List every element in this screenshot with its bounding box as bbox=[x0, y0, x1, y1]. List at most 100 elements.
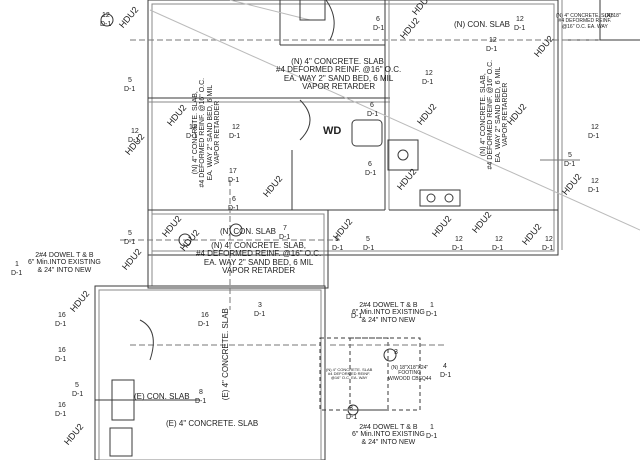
slab-note-top: (N) 4" CONCRETE. SLAB, #4 DEFORMED REINF… bbox=[276, 57, 402, 92]
door-swing bbox=[325, 0, 335, 41]
callout-number: 1 bbox=[430, 424, 434, 431]
callout-number: 3 bbox=[349, 405, 353, 412]
callout-sheet: D-1 bbox=[100, 21, 112, 28]
callout-sheet: D-1 bbox=[186, 133, 198, 140]
callout-number: 5 bbox=[568, 152, 572, 159]
callout-number: 16 bbox=[58, 312, 66, 319]
existing-concrete-horizontal: (E) 4" CONCRETE. SLAB bbox=[166, 419, 259, 428]
sink-basin bbox=[426, 193, 436, 203]
wd-label: WD bbox=[323, 125, 342, 137]
washer-dryer-box bbox=[351, 119, 383, 147]
existing-concrete-vertical: (E) 4" CONCRETE. SLAB bbox=[220, 308, 230, 401]
callout-number: 1 bbox=[15, 261, 19, 268]
sink-box bbox=[419, 189, 461, 207]
callout-circle bbox=[229, 223, 243, 237]
callout-number: 5 bbox=[75, 382, 79, 389]
callout-number: 12 bbox=[545, 236, 553, 243]
existing-room-wall-inner bbox=[98, 289, 322, 460]
callout-sheet: D-1 bbox=[363, 245, 375, 252]
slab-note-vertical-right: (N) 4" CONCRETE. SLAB, #4 DEFORMED REINF… bbox=[480, 59, 510, 170]
callout-sheet: D-1 bbox=[279, 234, 291, 241]
callout-number: 12 bbox=[455, 236, 463, 243]
callout-sheet: D-1 bbox=[542, 245, 554, 252]
corner-slab-note: (N) 4" CONCRETE. SLAB #4 DEFORMED REINF.… bbox=[556, 13, 614, 30]
callout-sheet: D-1 bbox=[564, 161, 576, 168]
callout-sheet: D-1 bbox=[55, 321, 67, 328]
footing-note: (N) 18"X18"X24" FOOTING W/WOOD CBSQ44 bbox=[388, 365, 432, 382]
callout-sheet: D-1 bbox=[195, 398, 207, 405]
fixture-box bbox=[299, 0, 326, 21]
callout-sheet: D-1 bbox=[229, 133, 241, 140]
callout-number: 6 bbox=[370, 102, 374, 109]
callout-sheet: D-1 bbox=[72, 391, 84, 398]
callout-number: 5 bbox=[128, 77, 132, 84]
callout-number: 17 bbox=[229, 168, 237, 175]
footing-outline bbox=[349, 337, 389, 411]
callout-sheet: D-1 bbox=[11, 270, 23, 277]
dowel-note-right-top: 2#4 DOWEL T & B 6" Min.INTO EXISTING & 2… bbox=[352, 302, 425, 324]
leader-line bbox=[149, 9, 640, 231]
callout-number: 5 bbox=[128, 230, 132, 237]
footing-outline-outer bbox=[319, 337, 421, 411]
callout-sheet: D-1 bbox=[588, 187, 600, 194]
dowel-note-left: 2#4 DOWEL T & B 6" Min.INTO EXISTING & 2… bbox=[28, 252, 101, 274]
callout-number: 7 bbox=[283, 225, 287, 232]
callout-number: 12 bbox=[189, 124, 197, 131]
callout-sheet: D-1 bbox=[367, 111, 379, 118]
callout-number: 6 bbox=[368, 161, 372, 168]
callout-circle bbox=[383, 348, 397, 362]
callout-number: 8 bbox=[199, 389, 203, 396]
callout-sheet: D-1 bbox=[128, 137, 140, 144]
callout-sheet: D-1 bbox=[124, 86, 136, 93]
fixture-circle bbox=[397, 149, 409, 161]
fixture-box bbox=[111, 379, 135, 421]
callout-number: 12 bbox=[495, 236, 503, 243]
callout-number: 12 bbox=[131, 128, 139, 135]
fixture-box bbox=[109, 427, 133, 457]
callout-sheet: D-1 bbox=[440, 372, 452, 379]
callout-number: 1 bbox=[430, 302, 434, 309]
callout-sheet: D-1 bbox=[452, 245, 464, 252]
callout-number: 16 bbox=[58, 402, 66, 409]
existing-room-wall bbox=[94, 285, 326, 460]
callout-number: 12 bbox=[591, 124, 599, 131]
callout-sheet: D-1 bbox=[346, 414, 358, 421]
corner-small-note: (N) 18" bbox=[605, 13, 621, 19]
con-slab-label-1: (N) CON. SLAB bbox=[454, 20, 511, 29]
slab-note-vertical-left: (N) 4" CONCRETE. SLAB, #4 DEFORMED REINF… bbox=[192, 77, 222, 188]
callout-sheet: D-1 bbox=[492, 245, 504, 252]
callout-sheet: D-1 bbox=[365, 170, 377, 177]
callout-sheet: D-1 bbox=[55, 411, 67, 418]
callout-sheet: D-1 bbox=[351, 313, 363, 320]
upper-wing-wall-inner bbox=[151, 3, 555, 252]
callout-sheet: D-1 bbox=[373, 25, 385, 32]
callout-sheet: D-1 bbox=[426, 311, 438, 318]
callout-number: 4 bbox=[443, 363, 447, 370]
door-swing bbox=[139, 319, 154, 361]
existing-slab-label: (E) CON. SLAB bbox=[134, 392, 190, 401]
callout-number: 5 bbox=[366, 236, 370, 243]
callout-sheet: D-1 bbox=[55, 356, 67, 363]
callout-number: 12 bbox=[489, 37, 497, 44]
callout-sheet: D-1 bbox=[332, 245, 344, 252]
con-slab-label-2: (N) CON. SLAB bbox=[220, 227, 277, 236]
callout-number: 12 bbox=[232, 124, 240, 131]
callout-sheet: D-1 bbox=[422, 79, 434, 86]
callout-circle bbox=[178, 233, 192, 247]
callout-sheet: D-1 bbox=[124, 239, 136, 246]
footing-slab-note: (N) 4" CONCRETE. SLAB #4 DEFORMED REINF.… bbox=[326, 367, 373, 381]
callout-number: 6 bbox=[232, 196, 236, 203]
callout-sheet: D-1 bbox=[486, 46, 498, 53]
callout-circle bbox=[100, 13, 114, 27]
callout-number: 12 bbox=[102, 12, 110, 19]
callout-number: 6 bbox=[376, 16, 380, 23]
callout-sheet: D-1 bbox=[514, 25, 526, 32]
slab-note-middle: (N) 4" CONCRETE. SLAB, #4 DEFORMED REINF… bbox=[196, 241, 322, 276]
callout-circle bbox=[347, 404, 359, 416]
callout-sheet: D-1 bbox=[426, 433, 438, 440]
callout-number: 16 bbox=[58, 347, 66, 354]
callout-sheet: D-1 bbox=[588, 133, 600, 140]
leader-line bbox=[229, 0, 311, 21]
